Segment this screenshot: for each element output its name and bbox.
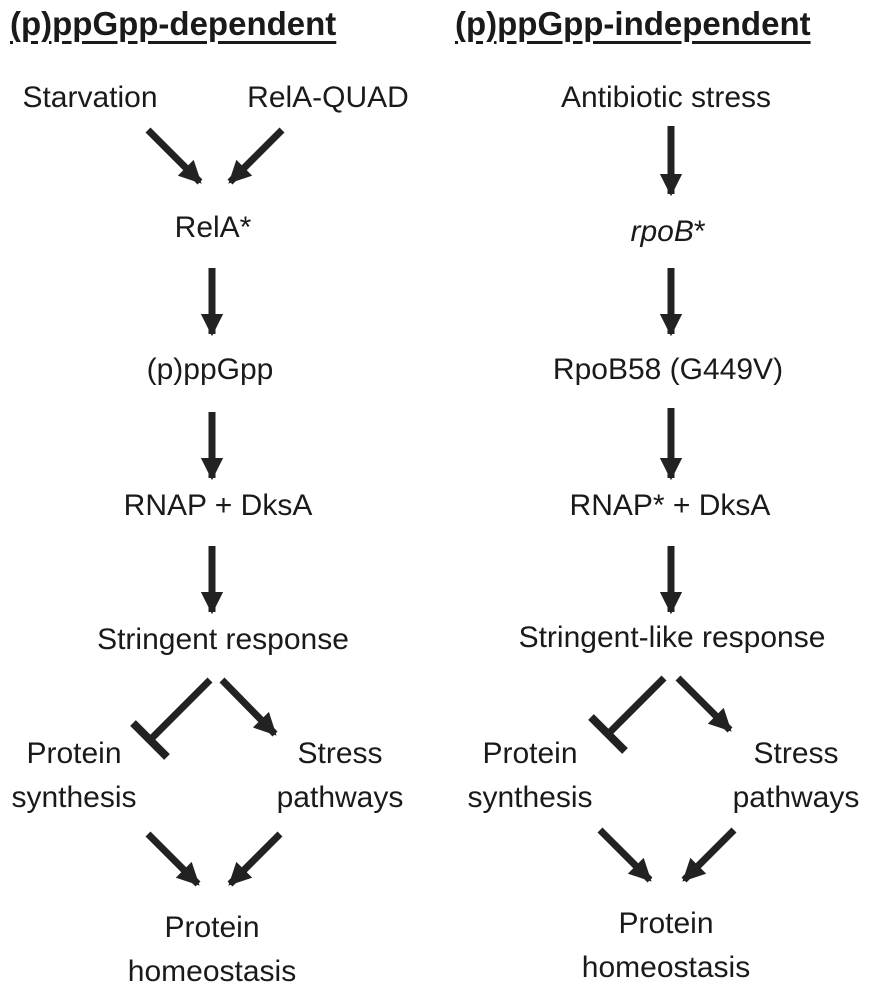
arrow-response-to-stress-pathways — [219, 677, 278, 737]
inhibit-response-to-protein-synthesis — [147, 677, 213, 743]
protein-homeostasis-right-line1: Protein — [618, 907, 714, 940]
protein-synthesis-line2: synthesis — [11, 781, 137, 814]
rpob-star: * — [693, 215, 706, 248]
protein-synthesis-line1: Protein — [26, 737, 122, 770]
inhibit-bar-left — [130, 720, 170, 760]
protein-synthesis-label-right: Protein synthesis — [467, 732, 592, 820]
arrow-response-to-stress-pathways-right — [675, 675, 733, 733]
protein-synthesis-label: Protein synthesis — [11, 732, 136, 820]
starvation-label: Starvation — [22, 81, 158, 114]
stress-pathways-label: Stress pathways — [277, 732, 404, 820]
rpob-gene-name: rpoB — [630, 215, 694, 248]
arrow-starvation-to-rela — [145, 127, 203, 185]
stress-pathways-right-line1: Stress — [753, 737, 839, 770]
arrow-pathways-to-homeostasis-right — [681, 827, 737, 883]
protein-synthesis-right-line2: synthesis — [467, 781, 593, 814]
arrow-relaquad-to-rela — [227, 127, 285, 185]
stringent-like-response-label: Stringent-like response — [518, 621, 826, 654]
rnap-dksa-label: RNAP + DksA — [123, 489, 313, 522]
protein-homeostasis-line1: Protein — [164, 911, 260, 944]
protein-homeostasis-right-line2: homeostasis — [581, 951, 751, 984]
ppgpp-label: (p)ppGpp — [146, 353, 274, 386]
relaquad-label: RelA-QUAD — [247, 81, 409, 114]
stress-pathways-right-line2: pathways — [732, 781, 860, 814]
rpob-gene-label: rpoB* — [630, 214, 705, 250]
protein-homeostasis-label: Protein homeostasis — [128, 906, 296, 994]
antibiotic-stress-label: Antibiotic stress — [560, 81, 772, 114]
stress-pathways-line2: pathways — [276, 781, 404, 814]
protein-homeostasis-label-right: Protein homeostasis — [582, 902, 750, 990]
protein-homeostasis-line2: homeostasis — [127, 955, 297, 988]
stress-pathways-label-right: Stress pathways — [733, 732, 860, 820]
arrow-pathways-to-homeostasis-left — [227, 831, 283, 887]
left-heading: (p)ppGpp-dependent — [10, 5, 337, 42]
arrow-synthesis-to-homeostasis-left — [145, 831, 201, 887]
inhibit-bar-right — [588, 714, 628, 754]
right-heading: (p)ppGpp-independent — [455, 5, 811, 42]
rpob58-label: RpoB58 (G449V) — [552, 353, 784, 386]
arrow-synthesis-to-homeostasis-right — [597, 827, 653, 883]
stringent-response-label: Stringent response — [97, 623, 349, 656]
stress-pathways-line1: Stress — [297, 737, 383, 770]
protein-synthesis-right-line1: Protein — [482, 737, 578, 770]
rnapstar-dksa-label: RNAP* + DksA — [569, 489, 771, 522]
inhibit-response-to-protein-synthesis-right — [605, 675, 667, 737]
rela-label: RelA* — [174, 211, 252, 244]
